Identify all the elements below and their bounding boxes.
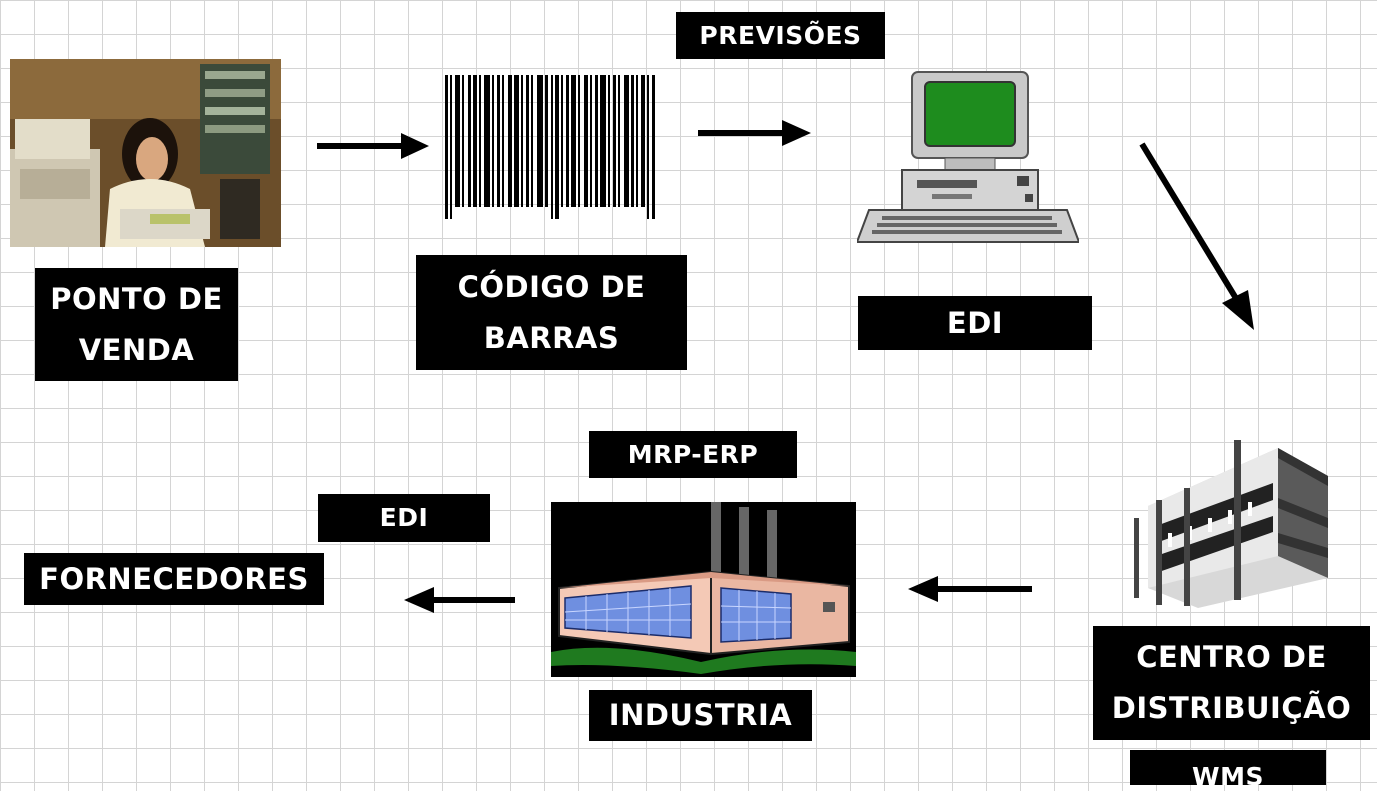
factory-icon bbox=[551, 502, 856, 677]
codigo-de-barras-label: CÓDIGO DE BARRAS bbox=[416, 255, 687, 370]
barcode-bar bbox=[484, 75, 490, 207]
barcode-bar bbox=[497, 75, 500, 207]
fornecedores-label: FORNECEDORES bbox=[24, 553, 324, 605]
arrow-left-icon bbox=[908, 574, 1032, 604]
cashier-photo bbox=[10, 59, 281, 247]
arrow-left-icon bbox=[404, 585, 515, 615]
barcode-bar bbox=[462, 75, 464, 207]
barcode-bar bbox=[551, 75, 553, 219]
barcode-bar bbox=[502, 75, 504, 207]
arrow-right-icon bbox=[698, 117, 811, 149]
barcode-bar bbox=[631, 75, 634, 207]
barcode-bar bbox=[561, 75, 563, 207]
barcode-bar bbox=[479, 75, 481, 207]
barcode-bar bbox=[608, 75, 610, 207]
barcode-bar bbox=[590, 75, 592, 207]
barcode-bar bbox=[613, 75, 616, 207]
barcode-bar bbox=[468, 75, 471, 207]
barcode-bar bbox=[537, 75, 543, 207]
barcode-bar bbox=[636, 75, 638, 207]
warehouse-building-icon bbox=[1128, 428, 1328, 608]
computer-icon bbox=[857, 70, 1079, 245]
barcode-bar bbox=[492, 75, 494, 207]
barcode-bar bbox=[514, 75, 519, 207]
mrp-erp-label: MRP-ERP bbox=[589, 431, 797, 478]
centro-de-distribuicao-label: CENTRO DE DISTRIBUIÇÃO bbox=[1093, 626, 1370, 740]
wms-label: WMS bbox=[1130, 750, 1326, 789]
arrow-down-right-icon bbox=[1136, 140, 1258, 330]
barcode-bar bbox=[473, 75, 477, 207]
barcode-bar bbox=[521, 75, 523, 207]
barcode-bar bbox=[641, 75, 645, 207]
barcode-bar bbox=[600, 75, 606, 207]
barcode-bar bbox=[578, 75, 580, 207]
barcode-bar bbox=[445, 75, 448, 219]
barcode-bar bbox=[566, 75, 569, 207]
ponto-de-venda-label: PONTO DE VENDA bbox=[35, 268, 238, 381]
barcode-bar bbox=[545, 75, 548, 207]
barcode-bar bbox=[450, 75, 452, 219]
barcode-bar bbox=[508, 75, 512, 207]
arrow-right-icon bbox=[317, 130, 429, 162]
previsoes-label: PREVISÕES bbox=[676, 12, 885, 59]
barcode-bar bbox=[624, 75, 629, 207]
barcode-bar bbox=[647, 75, 649, 219]
barcode-bar bbox=[531, 75, 533, 207]
barcode-bar bbox=[595, 75, 598, 207]
industria-label: INDUSTRIA bbox=[589, 690, 812, 741]
barcode-bar bbox=[526, 75, 529, 207]
barcode-bar bbox=[584, 75, 588, 207]
barcode-icon bbox=[443, 75, 671, 219]
barcode-bar bbox=[555, 75, 559, 219]
barcode-bar bbox=[618, 75, 620, 207]
edi-top-label: EDI bbox=[858, 296, 1092, 350]
barcode-bar bbox=[455, 75, 460, 207]
edi-bottom-label: EDI bbox=[318, 494, 490, 542]
barcode-bar bbox=[571, 75, 576, 207]
barcode-bar bbox=[652, 75, 655, 219]
